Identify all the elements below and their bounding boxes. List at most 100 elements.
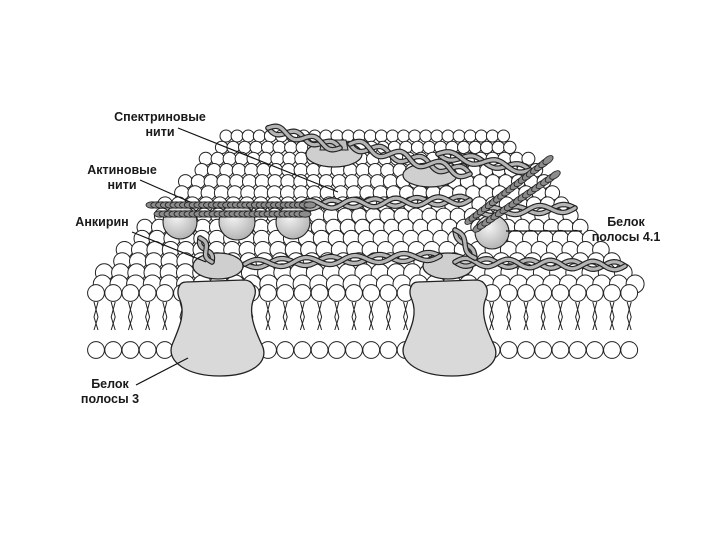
lipid-head xyxy=(293,284,312,302)
lipid-head xyxy=(480,140,494,155)
lipid-head xyxy=(138,284,157,302)
lipid-tail xyxy=(626,301,632,331)
lipid-tail xyxy=(489,301,495,331)
ankyrin-protein-left xyxy=(192,252,244,280)
lipid-head xyxy=(551,341,570,359)
band41-protein-2 xyxy=(218,203,256,241)
lipid-head xyxy=(603,284,621,302)
lipid-head xyxy=(397,129,411,143)
lipid-head xyxy=(474,129,488,143)
lipid-tail xyxy=(592,301,598,331)
lipid-tail xyxy=(93,301,99,331)
spectrin-filaments xyxy=(196,123,628,273)
lipid-head xyxy=(293,341,312,359)
lipid-head xyxy=(276,341,295,359)
lipid-head xyxy=(363,129,377,143)
lipid-tail xyxy=(334,301,340,331)
lipid-head xyxy=(310,341,329,359)
lipid-head xyxy=(276,284,295,302)
lipid-head xyxy=(327,341,346,359)
lipid-head xyxy=(104,341,123,359)
lipid-head xyxy=(241,129,255,143)
lipid-head xyxy=(503,140,517,155)
lipid-head xyxy=(345,284,363,302)
lipid-tail xyxy=(540,301,546,331)
label-band3-line1: Белок xyxy=(91,377,129,391)
band41-protein-1 xyxy=(162,204,198,240)
lipid-head xyxy=(121,284,140,302)
lipid-head xyxy=(138,341,157,359)
lipid-tail xyxy=(523,301,529,331)
lipid-head xyxy=(452,129,466,143)
leader-spectrin xyxy=(177,127,339,193)
lipid-head xyxy=(261,140,275,155)
label-band41-line1: Белок xyxy=(607,215,645,229)
lipid-tail xyxy=(506,301,512,331)
lipid-tail xyxy=(317,301,323,331)
lipid-head xyxy=(87,341,105,359)
lipid-head xyxy=(441,129,455,143)
actin-monomer xyxy=(303,201,317,209)
spectrin-strand xyxy=(298,195,472,210)
leader-ankyrin xyxy=(131,231,207,263)
lipid-head xyxy=(284,140,298,155)
lipid-head xyxy=(551,284,570,302)
lipid-tail xyxy=(282,301,288,331)
spectrin-strand xyxy=(266,124,342,152)
actin-monomer xyxy=(298,210,312,218)
label-spectrin-line2: нити xyxy=(145,125,174,139)
lipid-tail xyxy=(609,301,615,331)
spectrin-strand xyxy=(453,256,627,272)
lipid-tail xyxy=(403,301,409,331)
lipid-tail xyxy=(626,301,632,331)
lipid-head xyxy=(104,284,123,302)
label-band3-line2: полосы 3 xyxy=(81,392,139,406)
leader-band3 xyxy=(135,357,189,386)
lipid-head xyxy=(238,140,252,155)
label-ankyrin: Анкирин xyxy=(75,215,128,229)
actin-filaments xyxy=(145,155,561,233)
lipid-tail xyxy=(385,301,391,331)
label-spectrin-line1: Спектриновые xyxy=(114,110,206,124)
lipid-head xyxy=(534,284,553,302)
spectrin-strand xyxy=(478,203,577,217)
lipid-head xyxy=(259,284,277,302)
lipid-tails xyxy=(93,301,632,331)
lipid-head xyxy=(463,129,477,143)
lipid-head xyxy=(497,129,510,143)
lipid-tail xyxy=(575,301,581,331)
lipid-head xyxy=(374,129,388,143)
leader-lines xyxy=(131,127,582,386)
lipid-tail xyxy=(110,301,116,331)
lipid-tail xyxy=(351,301,357,331)
lipid-head xyxy=(499,341,518,359)
lipid-head xyxy=(379,284,398,302)
spectrin-strand xyxy=(453,228,477,260)
lipid-head xyxy=(499,284,518,302)
lipid-tail xyxy=(299,301,305,331)
lipid-tail xyxy=(317,301,323,331)
lipid-head xyxy=(585,341,604,359)
lipid-tail xyxy=(265,301,271,331)
lipid-tail xyxy=(145,301,151,331)
lipid-head xyxy=(430,129,444,143)
lipid-head xyxy=(534,341,553,359)
label-actin-line2: нити xyxy=(107,178,136,192)
lipid-tail xyxy=(334,301,340,331)
lipid-head xyxy=(379,341,398,359)
lipid-tail xyxy=(506,301,512,331)
lipid-head xyxy=(252,129,266,143)
lipid-head xyxy=(491,140,505,155)
lipid-head xyxy=(249,140,263,155)
lipid-tail xyxy=(368,301,374,331)
label-band41-line2: полосы 4.1 xyxy=(592,230,661,244)
lipid-head xyxy=(219,129,233,143)
spectrin-strand xyxy=(436,150,532,174)
lipid-tail xyxy=(282,301,288,331)
lipid-head xyxy=(272,140,286,155)
lipid-head xyxy=(468,140,482,155)
lipid-tail xyxy=(265,301,271,331)
spectrin-strand xyxy=(198,236,214,264)
spectrin-strand xyxy=(348,139,472,179)
